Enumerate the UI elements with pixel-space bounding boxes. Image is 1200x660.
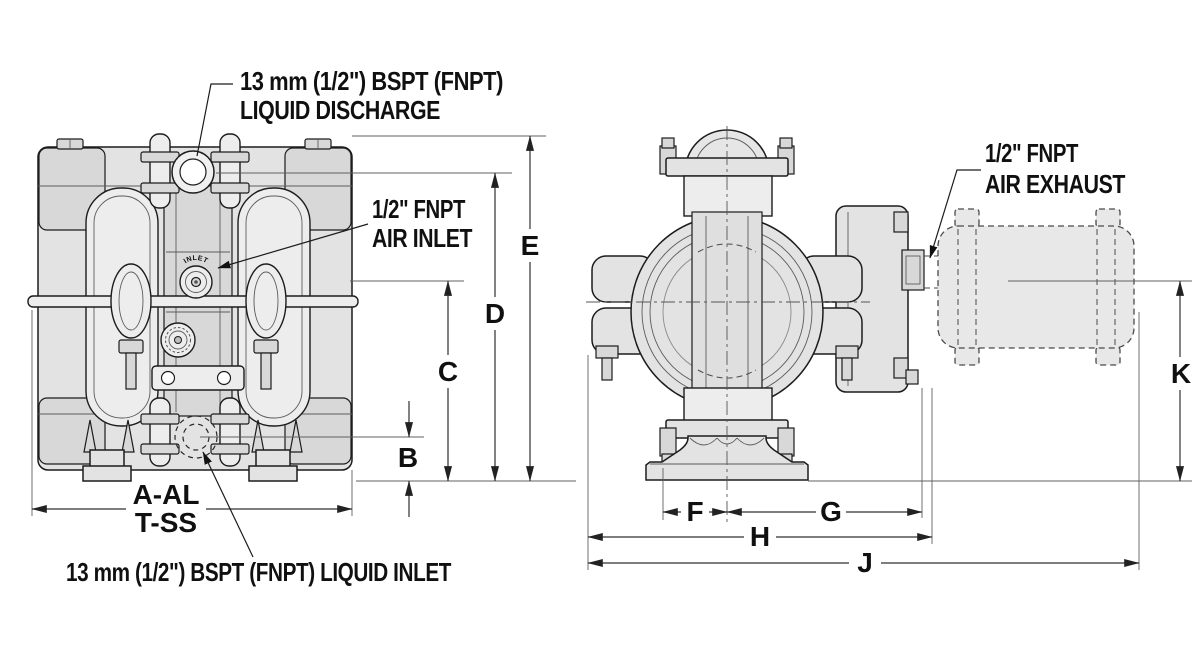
dim-label-d: D	[485, 298, 505, 329]
dim-label-f: F	[686, 496, 703, 527]
dim-label-b: B	[398, 442, 418, 473]
dim-label-e: E	[521, 230, 540, 261]
leader-line	[217, 223, 369, 269]
dimension-a: A-AL T-SS	[31, 479, 353, 538]
clamp-nut-right	[253, 339, 279, 354]
dimension-c: C	[438, 280, 458, 482]
clamp-nut-left	[118, 339, 144, 354]
inlet-clamp-left	[149, 397, 171, 467]
bracket-hole	[160, 370, 176, 386]
leader-line	[202, 451, 254, 558]
bracket-hole	[216, 370, 232, 386]
callout-air-exhaust: 1/2" FNPT AIR EXHAUST	[929, 138, 1126, 259]
dimension-f: F	[662, 496, 728, 527]
discharge-clamp-left	[149, 133, 171, 209]
callout-liquid-inlet: 13 mm (1/2") BSPT (FNPT) LIQUID INLET	[66, 451, 452, 587]
dimension-d: D	[485, 172, 505, 482]
dimension-j: J	[587, 547, 1140, 578]
front-view: INLET	[27, 133, 359, 482]
callouts: 13 mm (1/2") BSPT (FNPT) LIQUID DISCHARG…	[66, 66, 1126, 587]
liquid-inlet-label: 13 mm (1/2") BSPT (FNPT) LIQUID INLET	[66, 557, 451, 587]
air-exhaust-label-line1: 1/2" FNPT	[985, 138, 1078, 168]
dim-label-c: C	[438, 356, 458, 387]
dim-label-g: G	[820, 496, 842, 527]
drain-bolt	[905, 369, 919, 385]
dimension-g: G	[726, 496, 923, 527]
air-exhaust-port	[901, 249, 925, 291]
muffler-hidden	[924, 208, 1135, 366]
callout-liquid-discharge: 13 mm (1/2") BSPT (FNPT) LIQUID DISCHARG…	[196, 66, 504, 157]
air-inlet-label-line2: AIR INLET	[372, 223, 473, 253]
air-inlet-label-line1: 1/2" FNPT	[372, 194, 465, 224]
inlet-port-label: INLET	[183, 255, 210, 265]
dimensions-front-view: A-AL T-SS B C D E	[31, 135, 576, 538]
dimension-h: H	[587, 521, 933, 552]
dim-label-k: K	[1171, 358, 1191, 389]
dimension-e: E	[521, 135, 540, 482]
clamp-handle-left	[110, 263, 152, 339]
leader-line	[196, 83, 233, 157]
dimension-b: B	[398, 401, 418, 517]
side-view	[586, 126, 1135, 524]
pin	[289, 419, 303, 453]
dimensions-side-view: F G H J K	[587, 280, 1192, 578]
air-exhaust-label-line2: AIR EXHAUST	[985, 169, 1125, 199]
callout-air-inlet: 1/2" FNPT AIR INLET	[217, 194, 473, 269]
dim-label-t-ss: T-SS	[135, 507, 197, 538]
muffler-body	[937, 225, 1135, 349]
dim-label-h: H	[750, 521, 770, 552]
dim-label-a-al: A-AL	[133, 479, 200, 510]
discharge-clamp-right	[219, 133, 241, 209]
bottom-pipe	[683, 387, 773, 425]
clamp-handle-right	[245, 263, 287, 339]
liquid-discharge-label-line1: 13 mm (1/2") BSPT (FNPT)	[240, 66, 503, 96]
liquid-discharge-label-line2: LIQUID DISCHARGE	[240, 95, 440, 125]
top-pipe	[683, 175, 773, 217]
dimension-k: K	[1171, 280, 1191, 482]
pin	[121, 419, 135, 453]
leader-line	[929, 169, 981, 259]
dim-label-j: J	[857, 547, 873, 578]
inlet-clamp-right	[219, 397, 241, 467]
